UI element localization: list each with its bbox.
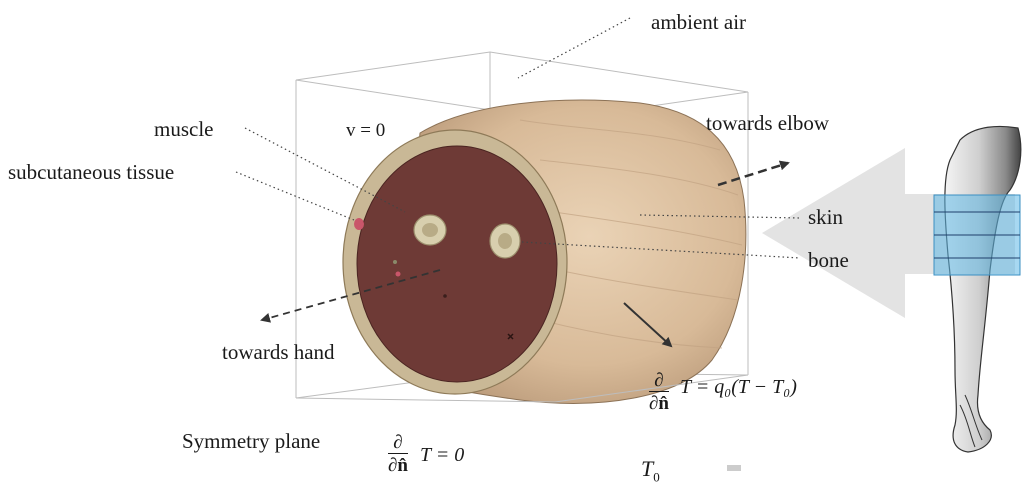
towards-hand-arrow <box>260 269 441 323</box>
skin-texture <box>519 119 743 349</box>
muscle-label: muscle <box>154 117 214 141</box>
vessel-dots <box>354 218 514 340</box>
ambient-temperature-subscript: 0 <box>653 469 660 485</box>
ambient-air-label: ambient air <box>651 10 747 34</box>
ambient-marker <box>727 465 741 471</box>
bone-cross-sections <box>413 214 521 259</box>
ambient-temperature-label: T0 <box>641 456 660 485</box>
forearm-illustration-icon <box>933 125 1022 453</box>
normal-arrow <box>623 302 673 348</box>
symmetry-denominator: ∂n̂ <box>388 455 408 476</box>
convective-denominator: ∂n̂ <box>649 393 669 414</box>
subcutaneous-tissue-label: subcutaneous tissue <box>8 160 175 184</box>
towards-elbow-arrow <box>717 160 790 187</box>
towards-elbow-label: towards elbow <box>706 111 830 135</box>
skin-label: skin <box>808 205 844 229</box>
muscle-face <box>356 145 558 383</box>
zoom-pointer-arrow <box>762 148 1015 318</box>
domain-box-front <box>295 374 749 403</box>
velocity-bc-label: v = 0 <box>346 120 386 141</box>
bone-label: bone <box>808 248 849 272</box>
convective-derivative: ∂ ∂n̂ <box>649 371 669 413</box>
symmetry-numerator: ∂ <box>388 433 408 454</box>
towards-hand-label: towards hand <box>222 340 335 364</box>
convective-equation-rhs: T = q₀(T − T₀) <box>680 376 797 398</box>
leader-lines <box>235 17 801 259</box>
ambient-temperature-symbol: T <box>641 456 654 481</box>
symmetry-derivative: ∂ ∂n̂ <box>388 433 408 475</box>
symmetry-plane-label: Symmetry plane <box>182 429 321 453</box>
convective-numerator: ∂ <box>649 371 669 392</box>
symmetry-equation-rhs: T = 0 <box>420 444 465 466</box>
